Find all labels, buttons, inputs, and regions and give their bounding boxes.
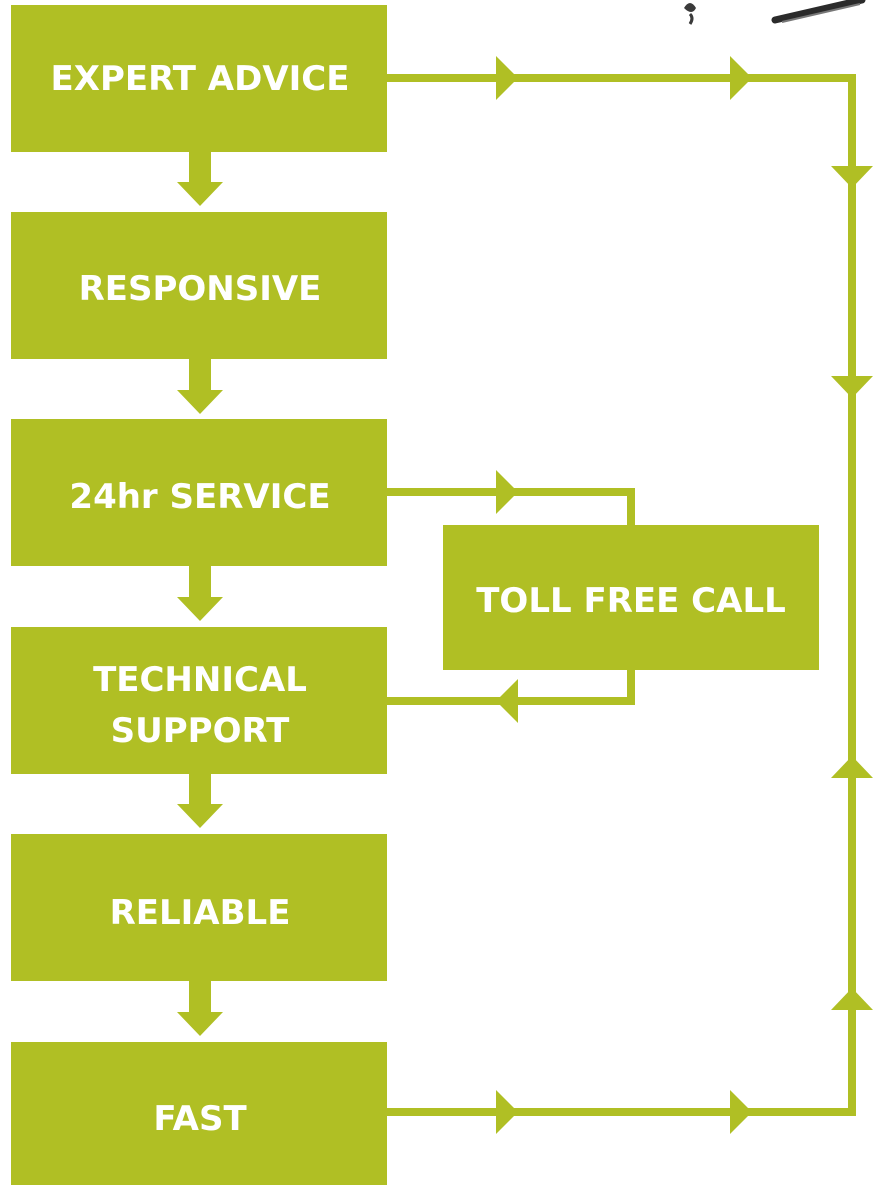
arrow-down-icon	[177, 981, 223, 1036]
box-responsive: RESPONSIVE	[11, 212, 387, 359]
arrow-down-icon	[177, 152, 223, 206]
connector-arrowheads	[496, 56, 873, 1134]
arrow-down-icon	[831, 376, 873, 398]
arrow-up-icon	[831, 756, 873, 778]
arrow-down-icon	[177, 774, 223, 828]
cable-image-fragment	[684, 0, 866, 25]
arrow-up-icon	[831, 988, 873, 1010]
box-reliable: RELIABLE	[11, 834, 387, 981]
box-label: FAST	[153, 1099, 247, 1139]
arrow-down-icon	[177, 566, 223, 621]
arrow-right-icon	[730, 1090, 752, 1134]
connector-top-loop	[387, 74, 856, 1116]
arrow-right-icon	[496, 1090, 518, 1134]
box-label: RELIABLE	[110, 893, 291, 933]
box-expert-advice: EXPERT ADVICE	[11, 5, 387, 152]
connector-toll-free-loop	[387, 488, 635, 705]
arrow-down-icon	[177, 359, 223, 414]
box-label: 24hr SERVICE	[69, 477, 330, 517]
arrow-right-icon	[496, 56, 518, 100]
box-fast: FAST	[11, 1042, 387, 1185]
arrow-right-icon	[496, 470, 518, 514]
box-toll-free-call: TOLL FREE CALL	[443, 525, 819, 670]
box-label: EXPERT ADVICE	[51, 59, 350, 99]
box-label: TOLL FREE CALL	[476, 581, 786, 621]
box-label: TECHNICAL	[93, 660, 307, 700]
box-24hr-service: 24hr SERVICE	[11, 419, 387, 566]
box-label: SUPPORT	[111, 711, 290, 751]
box-technical-support: TECHNICAL SUPPORT	[11, 627, 387, 774]
step-arrows	[177, 152, 223, 1036]
box-label: RESPONSIVE	[79, 269, 322, 309]
arrow-right-icon	[730, 56, 752, 100]
connector-lines	[387, 74, 856, 1116]
arrow-down-icon	[831, 166, 873, 188]
arrow-left-icon	[496, 679, 518, 723]
